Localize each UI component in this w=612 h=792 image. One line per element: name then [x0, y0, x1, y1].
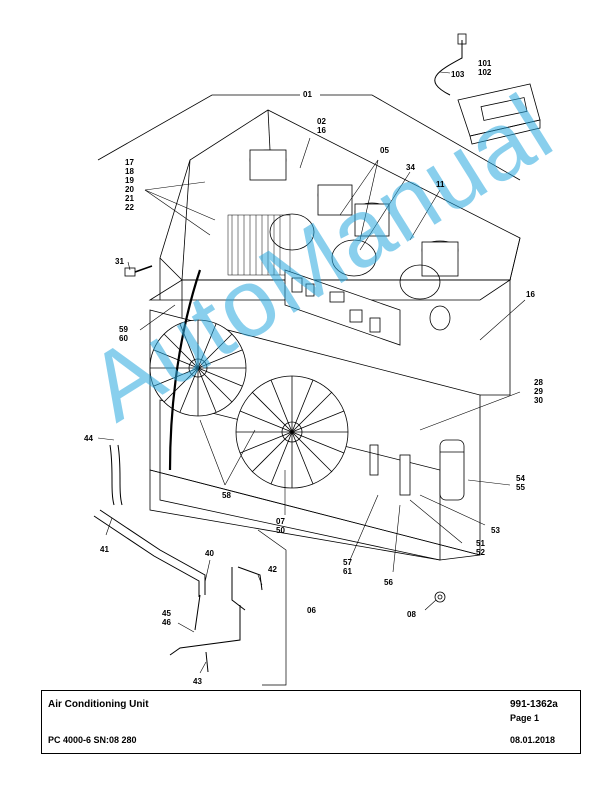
document-number: 991-1362a	[510, 699, 558, 710]
label-11: 11	[436, 180, 445, 189]
label-40: 40	[205, 549, 214, 558]
control-panel	[434, 33, 541, 145]
label-56: 56	[384, 578, 393, 587]
label-59: 59 60	[119, 325, 128, 343]
label-05: 05	[380, 146, 389, 155]
blower-units	[249, 149, 459, 331]
label-45: 45 46	[162, 609, 171, 627]
label-28: 28 29 30	[534, 378, 543, 405]
exploded-parts-diagram	[93, 33, 541, 686]
document-title: Air Conditioning Unit	[48, 699, 149, 710]
evaporator-core	[227, 214, 291, 276]
washer-08	[434, 591, 446, 603]
condenser-fan-right	[235, 375, 349, 489]
leader-01-right	[320, 94, 521, 181]
label-06: 06	[307, 606, 316, 615]
bracket-06	[257, 529, 287, 686]
hose-assembly	[93, 444, 263, 673]
label-43: 43	[193, 677, 202, 686]
label-31: 31	[115, 257, 124, 266]
model-serial: PC 4000-6 SN:08 280	[48, 735, 137, 745]
control-board	[284, 269, 401, 346]
label-51: 51 52	[476, 539, 485, 557]
label-34: 34	[406, 163, 415, 172]
label-08: 08	[407, 610, 416, 619]
leader-lines	[97, 71, 526, 674]
label-57: 57 61	[343, 558, 352, 576]
page-number: Page 1	[510, 713, 540, 723]
label-53: 53	[491, 526, 500, 535]
label-101: 101 102	[478, 59, 492, 77]
label-07: 07 50	[276, 517, 285, 535]
document-date: 08.01.2018	[510, 735, 556, 745]
bolt-31	[124, 265, 153, 277]
label-58: 58	[222, 491, 231, 500]
label-01: 01	[303, 90, 312, 99]
receiver-dryer	[369, 439, 465, 501]
label-02: 02 16	[317, 117, 326, 135]
leader-01	[97, 94, 300, 161]
label-44: 44	[84, 434, 93, 443]
label-16: 16	[526, 290, 535, 299]
main-hose	[168, 269, 202, 471]
label-41: 41	[100, 545, 109, 554]
label-103: 103	[451, 70, 465, 79]
title-block: Air Conditioning Unit 991-1362a Page 1 P…	[41, 690, 581, 754]
label-17: 17 18 19 20 21 22	[125, 158, 134, 212]
label-42: 42	[268, 565, 277, 574]
label-54: 54 55	[516, 474, 525, 492]
